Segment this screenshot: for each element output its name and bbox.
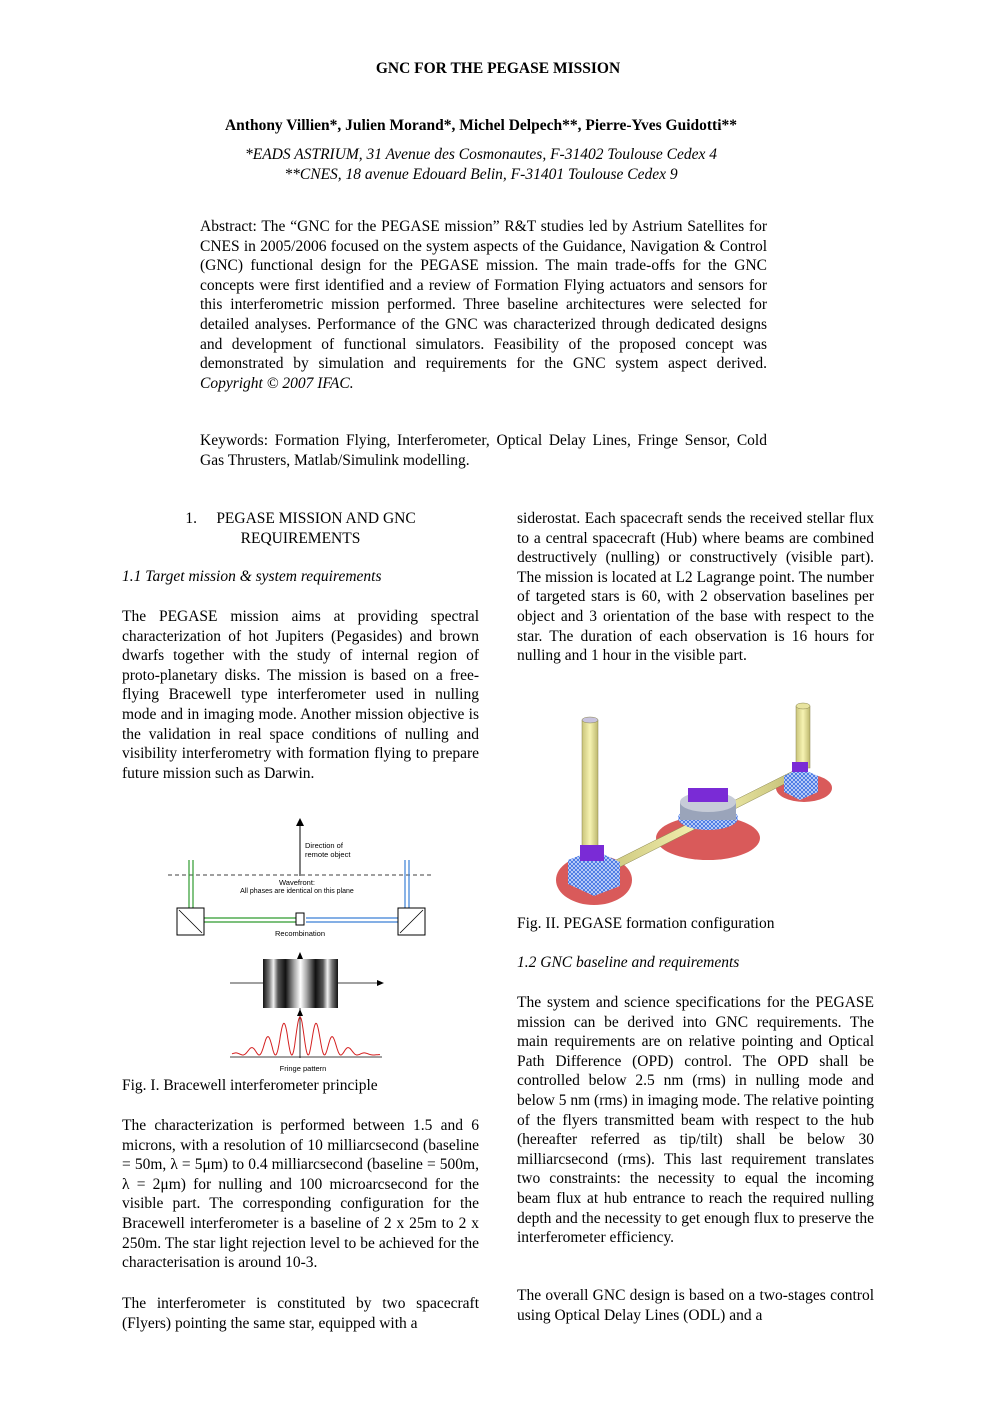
right-flyer-top xyxy=(792,762,808,772)
right-flyer-tube xyxy=(795,705,811,769)
recombiner xyxy=(295,912,305,926)
left-tube-cap xyxy=(581,716,599,724)
right-beam xyxy=(306,860,410,923)
author-list: Anthony Villien*, Julien Morand*, Michel… xyxy=(224,117,738,134)
keywords: Keywords: Formation Flying, Interferomet… xyxy=(200,432,767,469)
wavefront-label-2: All phases are identical on this plane xyxy=(240,888,354,895)
left-mirror xyxy=(178,909,203,934)
paper-title: GNC FOR THE PEGASE MISSION xyxy=(375,60,621,77)
fringe-label: Fringe pattern xyxy=(280,1064,327,1073)
subsection-1-2-title: 1.2 GNC baseline and requirements xyxy=(517,954,740,971)
direction-label-1: Direction of xyxy=(305,841,344,850)
fringe-axis-y-head xyxy=(297,952,303,959)
section-title-line2: REQUIREMENTS xyxy=(240,529,361,547)
right-tube-cap xyxy=(795,702,811,710)
recombination-label: Recombination xyxy=(275,929,325,938)
figure-bracewell-diagram: Direction of remote object Wavefront: Al… xyxy=(168,818,434,1073)
paragraph-mission: The PEGASE mission aims at providing spe… xyxy=(122,608,479,782)
section-number: 1. xyxy=(185,510,197,527)
paragraph-characterization: The characterization is performed betwee… xyxy=(122,1117,479,1272)
left-flyer-top xyxy=(580,845,604,861)
fringe-axis-x-head xyxy=(377,980,384,986)
paragraph-gnc-requirements: The system and science specifications fo… xyxy=(517,994,875,1247)
fringe-image xyxy=(263,959,338,1008)
fringe-pattern-curve xyxy=(231,1016,380,1056)
left-flyer-body xyxy=(568,850,620,896)
right-flyer-body xyxy=(784,768,818,800)
abstract-text: Abstract: The “GNC for the PEGASE missio… xyxy=(200,218,767,373)
direction-label-2: remote object xyxy=(305,850,351,859)
right-mirror xyxy=(399,909,424,934)
pattern-axis-y-head xyxy=(297,1009,303,1016)
paragraph-siderostat: siderostat. Each spacecraft sends the re… xyxy=(517,510,874,665)
figure-1-caption: Fig. I. Bracewell interferometer princip… xyxy=(122,1077,378,1094)
section-title-line1: PEGASE MISSION AND GNC xyxy=(216,510,416,527)
figure-2-caption: Fig. II. PEGASE formation configuration xyxy=(517,915,775,932)
abstract: Abstract: The “GNC for the PEGASE missio… xyxy=(200,217,767,393)
left-flyer-tube xyxy=(581,719,599,861)
paragraph-gnc-design: The overall GNC design is based on a two… xyxy=(517,1287,874,1324)
left-beam xyxy=(188,860,296,923)
affiliation-1: *EADS ASTRIUM, 31 Avenue des Cosmonautes… xyxy=(245,146,717,163)
paragraph-interferometer: The interferometer is constituted by two… xyxy=(122,1295,479,1332)
hub-accent xyxy=(688,788,728,802)
subsection-1-1-title: 1.1 Target mission & system requirements xyxy=(122,568,382,585)
wavefront-label-1: Wavefront: xyxy=(279,878,315,887)
figure-formation-configuration xyxy=(556,702,832,905)
copyright-notice: Copyright © 2007 IFAC. xyxy=(200,374,354,392)
affiliation-2: **CNES, 18 avenue Edouard Belin, F-31401… xyxy=(284,166,678,183)
direction-arrow-head xyxy=(296,818,304,826)
section-heading: 1. PEGASE MISSION AND GNC REQUIREMENTS xyxy=(122,509,479,548)
